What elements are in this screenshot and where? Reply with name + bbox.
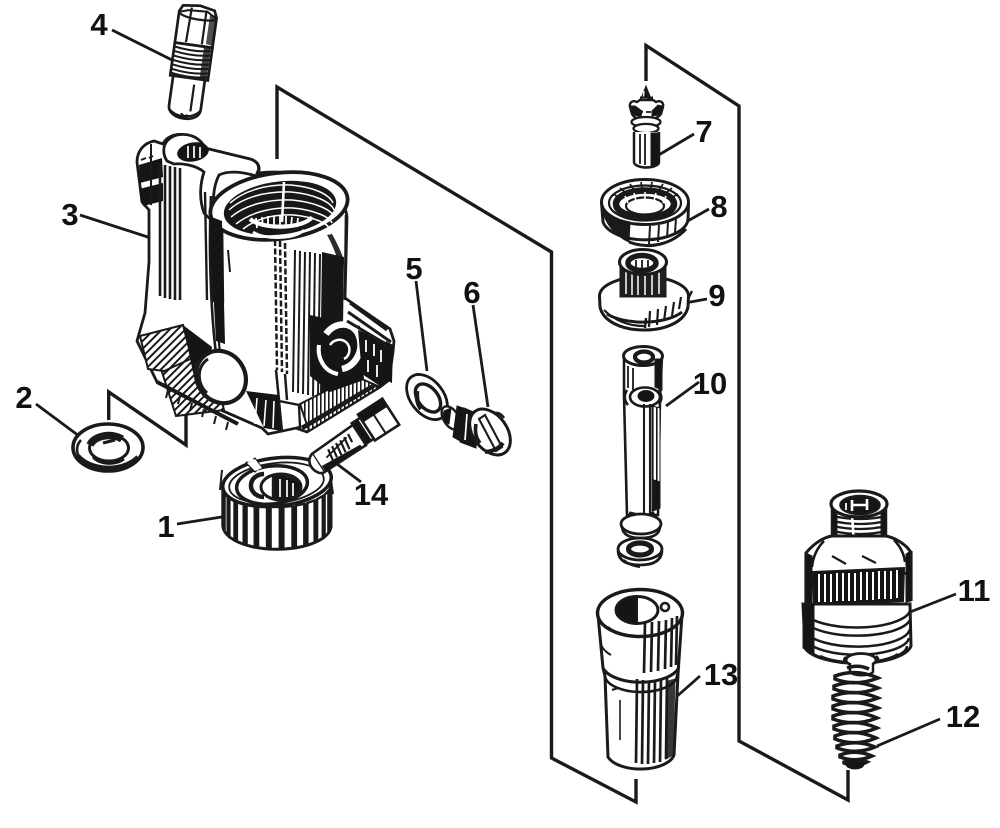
svg-text:10: 10 [693,366,727,401]
svg-text:9: 9 [708,278,725,313]
svg-text:14: 14 [354,477,389,512]
svg-text:6: 6 [463,275,480,310]
svg-text:1: 1 [157,509,174,544]
svg-text:2: 2 [15,380,32,415]
svg-text:4: 4 [90,7,108,42]
svg-text:13: 13 [704,657,738,692]
svg-text:3: 3 [61,197,78,232]
svg-text:8: 8 [710,189,727,224]
svg-text:11: 11 [958,573,991,608]
svg-text:5: 5 [405,251,422,286]
svg-text:12: 12 [946,699,980,734]
svg-text:7: 7 [695,114,712,149]
